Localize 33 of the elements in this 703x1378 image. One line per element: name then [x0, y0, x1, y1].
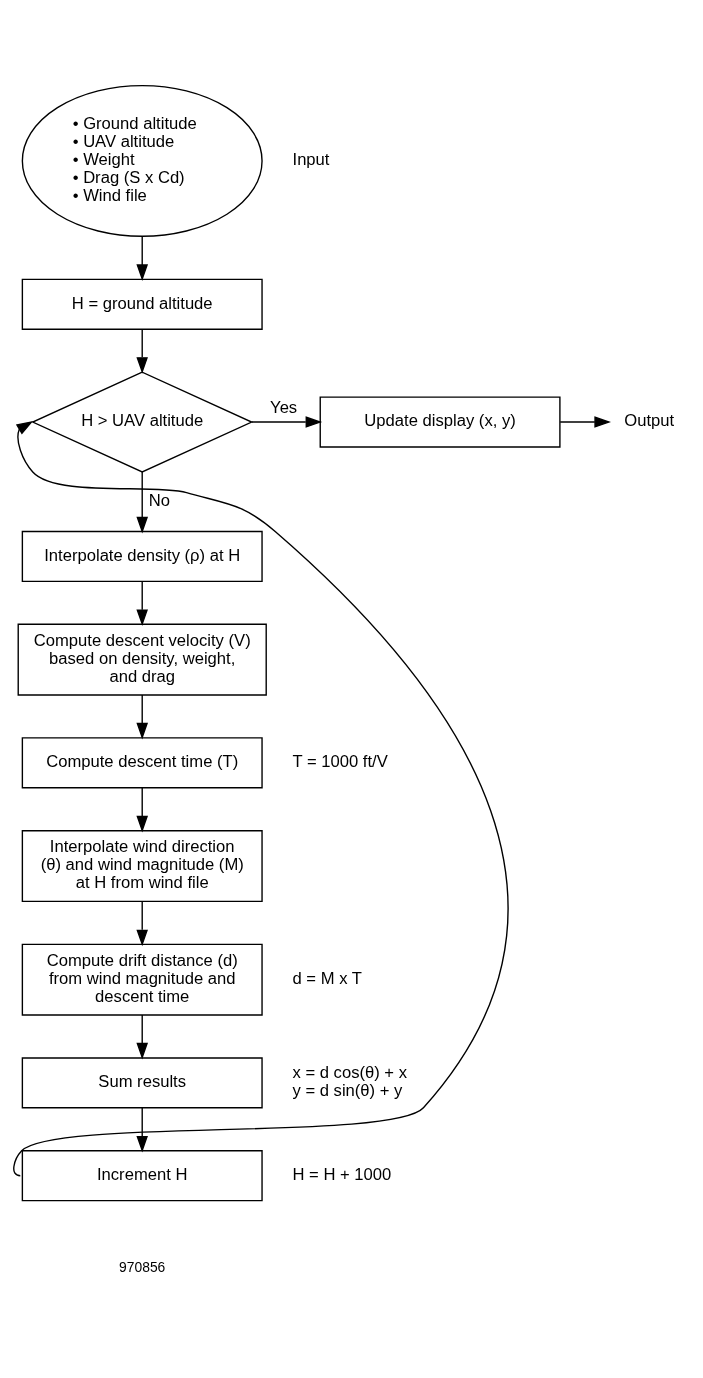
node-text: Output — [624, 410, 675, 430]
arrow — [251, 415, 323, 428]
node-ellipse: • Ground altitude • UAV altitude • Weight • Drag (S x Cd) • Wind file — [21, 84, 263, 237]
arrow — [136, 470, 149, 533]
node-box: Increment H — [21, 1149, 263, 1201]
node-label: Input — [292, 149, 330, 169]
arrow — [136, 1106, 149, 1153]
node-label: d = M x T — [292, 968, 362, 988]
node-label: T = 1000 ft/V — [292, 751, 388, 771]
label: 970856 — [119, 1258, 166, 1275]
node-box: Interpolate density (ρ) at H — [21, 530, 263, 582]
arrow — [136, 235, 149, 281]
node-box: Compute descent velocity (V) based on density, weight, and drag — [17, 623, 267, 696]
arrow — [13, 420, 509, 1176]
arrow — [136, 1013, 149, 1059]
node-label: y = d sin(θ) + y — [292, 1080, 403, 1100]
node-box: H = ground altitude — [21, 278, 263, 330]
node-box: Compute descent time (T) — [21, 736, 263, 788]
arrow — [136, 693, 149, 739]
arrow — [136, 328, 149, 374]
node-box: Update display (x, y) — [319, 395, 561, 448]
node-box: Compute drift distance (d) from wind magnitude and descent time — [21, 943, 263, 1016]
node-label: x = d cos(θ) + x — [292, 1062, 407, 1082]
edge-label: Yes — [270, 397, 298, 417]
node-box: Sum results — [21, 1056, 263, 1108]
node-label: H = H + 1000 — [292, 1164, 392, 1184]
edge-label: No — [148, 490, 170, 510]
arrow — [136, 786, 149, 832]
node-diamond: H > UAV altitude — [31, 370, 254, 473]
arrow — [559, 415, 611, 428]
node-box: Interpolate wind direction (θ) and wind magnitude (M) at H from wind file — [21, 829, 263, 902]
arrow — [136, 580, 149, 626]
arrow — [136, 900, 149, 946]
